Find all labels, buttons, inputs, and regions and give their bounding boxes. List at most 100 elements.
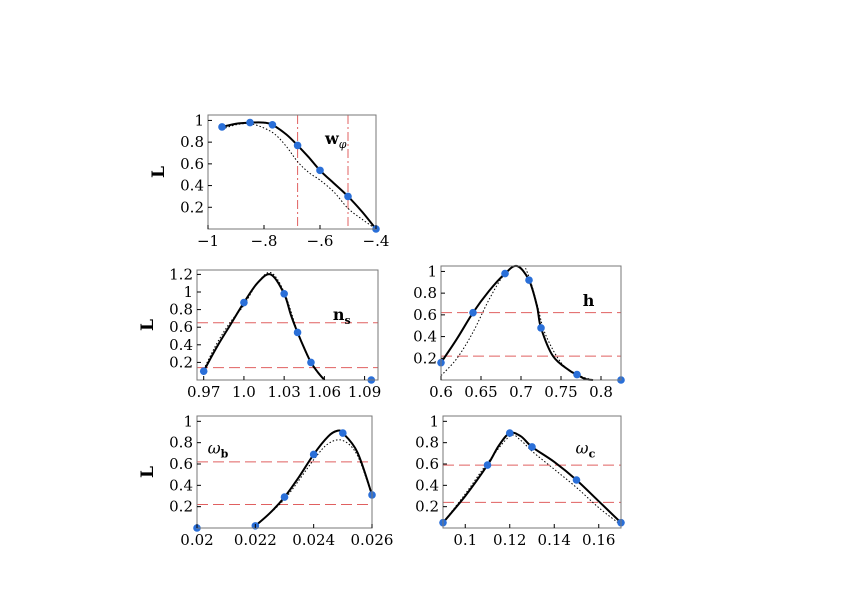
ytick-label-wb-4: 1 [183,412,193,430]
series-solid-wc [442,431,622,524]
ytick-label-h-0: 0.2 [413,349,437,367]
point-h-1 [469,308,477,317]
series-solid-ns [202,273,326,381]
ytick-label-h-4: 1 [427,262,437,280]
series-solid-wb [254,429,373,527]
xtick-label-wc-3: 0.16 [582,531,615,549]
param-symbol-ns: n [333,305,345,324]
series-solid-w [221,121,377,230]
xtick-label-h-1: 0.65 [464,383,497,401]
param-subscript-w: φ [339,138,347,151]
ytick-label-h-2: 0.6 [413,306,437,324]
xtick-label-wb-0: 0.02 [180,531,213,549]
frame-ns [196,269,379,381]
ytick-label-wc-2: 0.6 [415,455,439,473]
point-ns-1 [240,298,248,307]
point-ns-0 [199,367,208,376]
series-dotted-w [221,122,376,229]
ytick-label-ns-2: 0.6 [169,318,193,336]
param-symbol-h: h [583,291,595,310]
point-wb-4 [339,429,347,437]
xtick-label-w-2: −.6 [307,232,334,250]
panel-wc: 0.1 0.12 0.14 0.16 0.2 0.4 0.6 0.8 1 ωc [415,412,625,549]
ytick-label-ns-1: 0.4 [169,336,193,354]
ytick-label-w-4: 1 [194,111,204,129]
point-ns-2 [280,289,288,298]
ytick-label-wc-4: 1 [429,412,439,430]
panel-h: 0.6 0.65 0.7 0.75 0.8 0.2 0.4 0.6 0.8 1 h [413,262,625,401]
frame-wc [442,415,622,529]
param-label-ns: ns [333,305,351,327]
ytick-label-wc-1: 0.4 [415,476,439,494]
point-wb-2 [280,493,289,501]
ytick-label-ns-5: 1.2 [169,265,193,283]
frame-w [207,114,377,230]
ytick-label-wb-2: 0.6 [169,455,193,473]
point-wc-1 [483,461,492,469]
point-h-3 [525,276,533,284]
xtick-label-ns-4: 1.09 [348,383,381,401]
point-w-0 [218,123,226,131]
xtick-label-wc-0: 0.1 [453,531,477,549]
point-w-2 [268,120,277,129]
ylabel-w: L [149,166,169,178]
param-symbol-w: w [324,129,340,148]
ytick-label-h-1: 0.4 [413,328,437,346]
ytick-label-w-3: 0.8 [180,133,204,151]
xtick-label-wb-3: 0.026 [351,531,394,549]
ytick-label-wc-3: 0.8 [415,434,439,452]
point-wb-3 [309,450,318,459]
xtick-label-ns-1: 1.0 [232,383,256,401]
param-label-wb: ωb [208,438,229,460]
series-solid-h [440,264,594,381]
xtick-label-h-3: 0.75 [544,383,577,401]
xtick-label-ns-3: 1.06 [308,383,341,401]
point-h-4 [537,324,545,332]
xtick-label-wb-2: 0.024 [292,531,335,549]
xtick-label-h-2: 0.7 [509,383,533,401]
xtick-label-ns-2: 1.03 [267,383,300,401]
param-subscript-wc: c [589,447,596,460]
ytick-label-wb-0: 0.2 [169,498,193,516]
point-w-4 [316,166,324,175]
point-wc-3 [528,443,536,451]
xtick-label-h-0: 0.6 [429,383,453,401]
ytick-label-h-3: 0.8 [413,284,437,302]
series-dotted-h [441,266,594,380]
param-symbol-wb: ω [208,438,221,457]
xtick-label-ns-0: 0.97 [187,383,220,401]
ylabel-wb: L [138,466,158,478]
point-ns-3 [293,328,302,337]
ytick-label-w-1: 0.4 [180,177,204,195]
ylabel-ns: L [138,319,158,331]
param-subscript-wb: b [221,447,229,460]
ytick-label-ns-0: 0.2 [169,353,193,371]
param-label-h: h [583,291,595,310]
ytick-label-w-0: 0.2 [180,198,204,216]
point-w-3 [293,141,302,150]
ytick-label-wb-3: 0.8 [169,434,193,452]
xtick-label-wc-2: 0.14 [538,531,571,549]
point-w-5 [344,192,352,201]
xtick-label-wb-1: 0.022 [234,531,277,549]
series-dotted-wc [443,434,621,526]
point-wc-2 [505,429,514,437]
param-label-w: wφ [324,129,347,151]
ytick-label-ns-3: 0.8 [169,301,193,319]
xtick-label-h-4: 0.8 [589,383,613,401]
point-w-1 [246,118,254,127]
ytick-label-w-2: 0.6 [180,155,204,173]
param-label-wc: ωc [576,438,596,460]
xtick-label-w-0: −1 [197,232,219,250]
series-dotted-ns [203,271,325,380]
point-ns-4 [307,358,315,367]
frame-wb [196,415,373,529]
ytick-label-wc-0: 0.2 [415,498,439,516]
ytick-label-wb-1: 0.4 [169,476,193,494]
point-h-5 [573,370,581,379]
xtick-label-wc-1: 0.12 [493,531,526,549]
frame-h [440,265,622,381]
